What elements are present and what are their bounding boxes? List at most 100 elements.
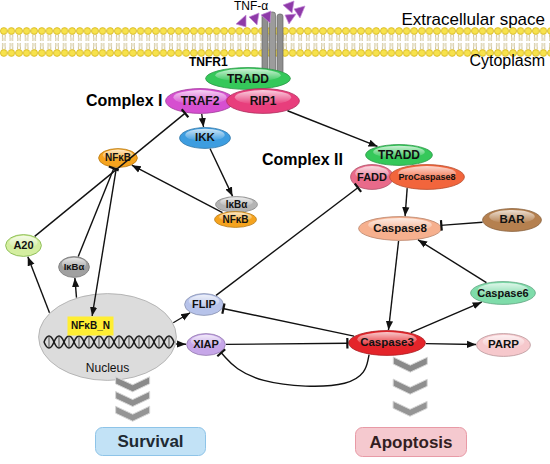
inhibitor-protein: FLIP [184,293,224,316]
chevron-shape [393,401,427,416]
shape-fill [227,89,300,114]
connector-line [221,352,369,386]
chevron-shape [116,406,150,421]
connector-line [28,257,50,313]
activation-arrow [210,149,232,196]
node-text: A20 [13,240,33,251]
outcome-chevron [116,377,150,421]
inhibition-connector [221,352,369,386]
chevron-shape [393,357,427,372]
complex-label: Complex I [86,93,162,109]
node-text: TRADD [378,149,420,161]
substrate-protein: PARP [476,333,531,357]
shape-fill [483,209,542,232]
connector-line [75,278,77,298]
adaptor-protein: TRADD [205,67,291,90]
node-text: IκBα [226,200,248,210]
adaptor-protein: TRAF2 [165,88,235,114]
node-text: FLIP [192,299,216,310]
node-text: PARP [488,339,519,351]
inhibition-connector [216,187,358,295]
adaptor-protein: FADD [350,164,394,190]
node-text: IκBα [64,262,85,272]
transcription-factor: NFκB [214,211,257,228]
node-text: ProCaspase8 [398,173,455,182]
node-text: Caspase8 [373,223,427,235]
connector-line [418,240,486,283]
connector-line [223,308,354,336]
transcription-factor: NFκB [98,148,138,168]
activation-arrow [132,165,223,212]
inhibitor-protein: IκBα [58,256,90,278]
node-text: TRAF2 [181,95,220,107]
connector-line [388,241,398,330]
outcome-box: Apoptosis [355,427,467,457]
shape-fill [351,165,394,190]
inhibitor-protein: IκBα [215,196,258,213]
connector-line [202,114,204,127]
connector-line [405,188,407,216]
node-text: Caspase3 [360,337,414,349]
node-text: Survival [117,433,183,450]
inhibition-connector [226,343,348,344]
caspase-protein: Caspase3 [348,330,426,356]
connector-line [173,313,190,323]
node-text: XIAP [193,339,219,350]
node-text: TRADD [227,73,269,85]
activation-arrow [202,114,204,127]
node-text: IKK [195,132,215,144]
activation-arrow [28,257,50,313]
node-text: RIP1 [250,95,277,107]
activation-arrow [405,188,407,216]
node-text: NFκB [222,215,248,225]
activation-arrow [411,302,482,333]
node-text: BAR [500,214,525,226]
activation-arrow [426,343,476,345]
inhibitor-protein: BAR [482,208,542,232]
shape-fill [187,334,226,356]
shape-fill [471,282,536,305]
chevron-shape [116,391,150,406]
connector-line [35,113,186,237]
activation-arrow [176,344,186,345]
connector-line [216,187,358,295]
inhibitor-protein: XIAP [186,333,226,356]
target-protein: A20 [5,234,42,257]
connector-line [411,302,482,333]
outcome-chevron [393,357,427,416]
complex-label: Complex II [262,152,343,168]
connector-line [176,343,186,345]
nucleus-compartment: Nucleus NFκB_N [38,293,177,381]
inhibition-connector [441,222,483,225]
chevron-shape [393,379,427,394]
caspase-protein: ProCaspase8 [389,164,465,190]
connector-line [226,343,348,344]
activation-arrow [75,278,77,298]
shape-fill [359,217,442,241]
connector-line [210,149,232,196]
shape-fill [216,197,258,213]
shape-fill [166,89,235,114]
kinase-protein: RIP1 [226,88,300,114]
nuclear-factor-box: NFκB_N [67,316,114,336]
receptor-symbol [262,12,283,74]
shape-fill [96,428,206,456]
shape-fill [180,128,231,149]
region-label: Cytoplasm [469,53,545,69]
shape-fill [366,145,433,166]
shape-fill [99,149,138,168]
shape-fill [477,334,531,357]
caspase-protein: Caspase8 [358,216,442,241]
shape-fill [349,331,426,356]
shape-fill [206,68,291,90]
connector-line [288,111,378,147]
shape-fill [6,235,42,257]
ligand-label: TNF-α [234,0,268,12]
connector-line [78,168,114,257]
node-text: Nucleus [86,362,129,374]
shape-fill [356,428,467,457]
kinase-protein: IKK [179,127,231,149]
node-text: NFκB [105,153,131,163]
